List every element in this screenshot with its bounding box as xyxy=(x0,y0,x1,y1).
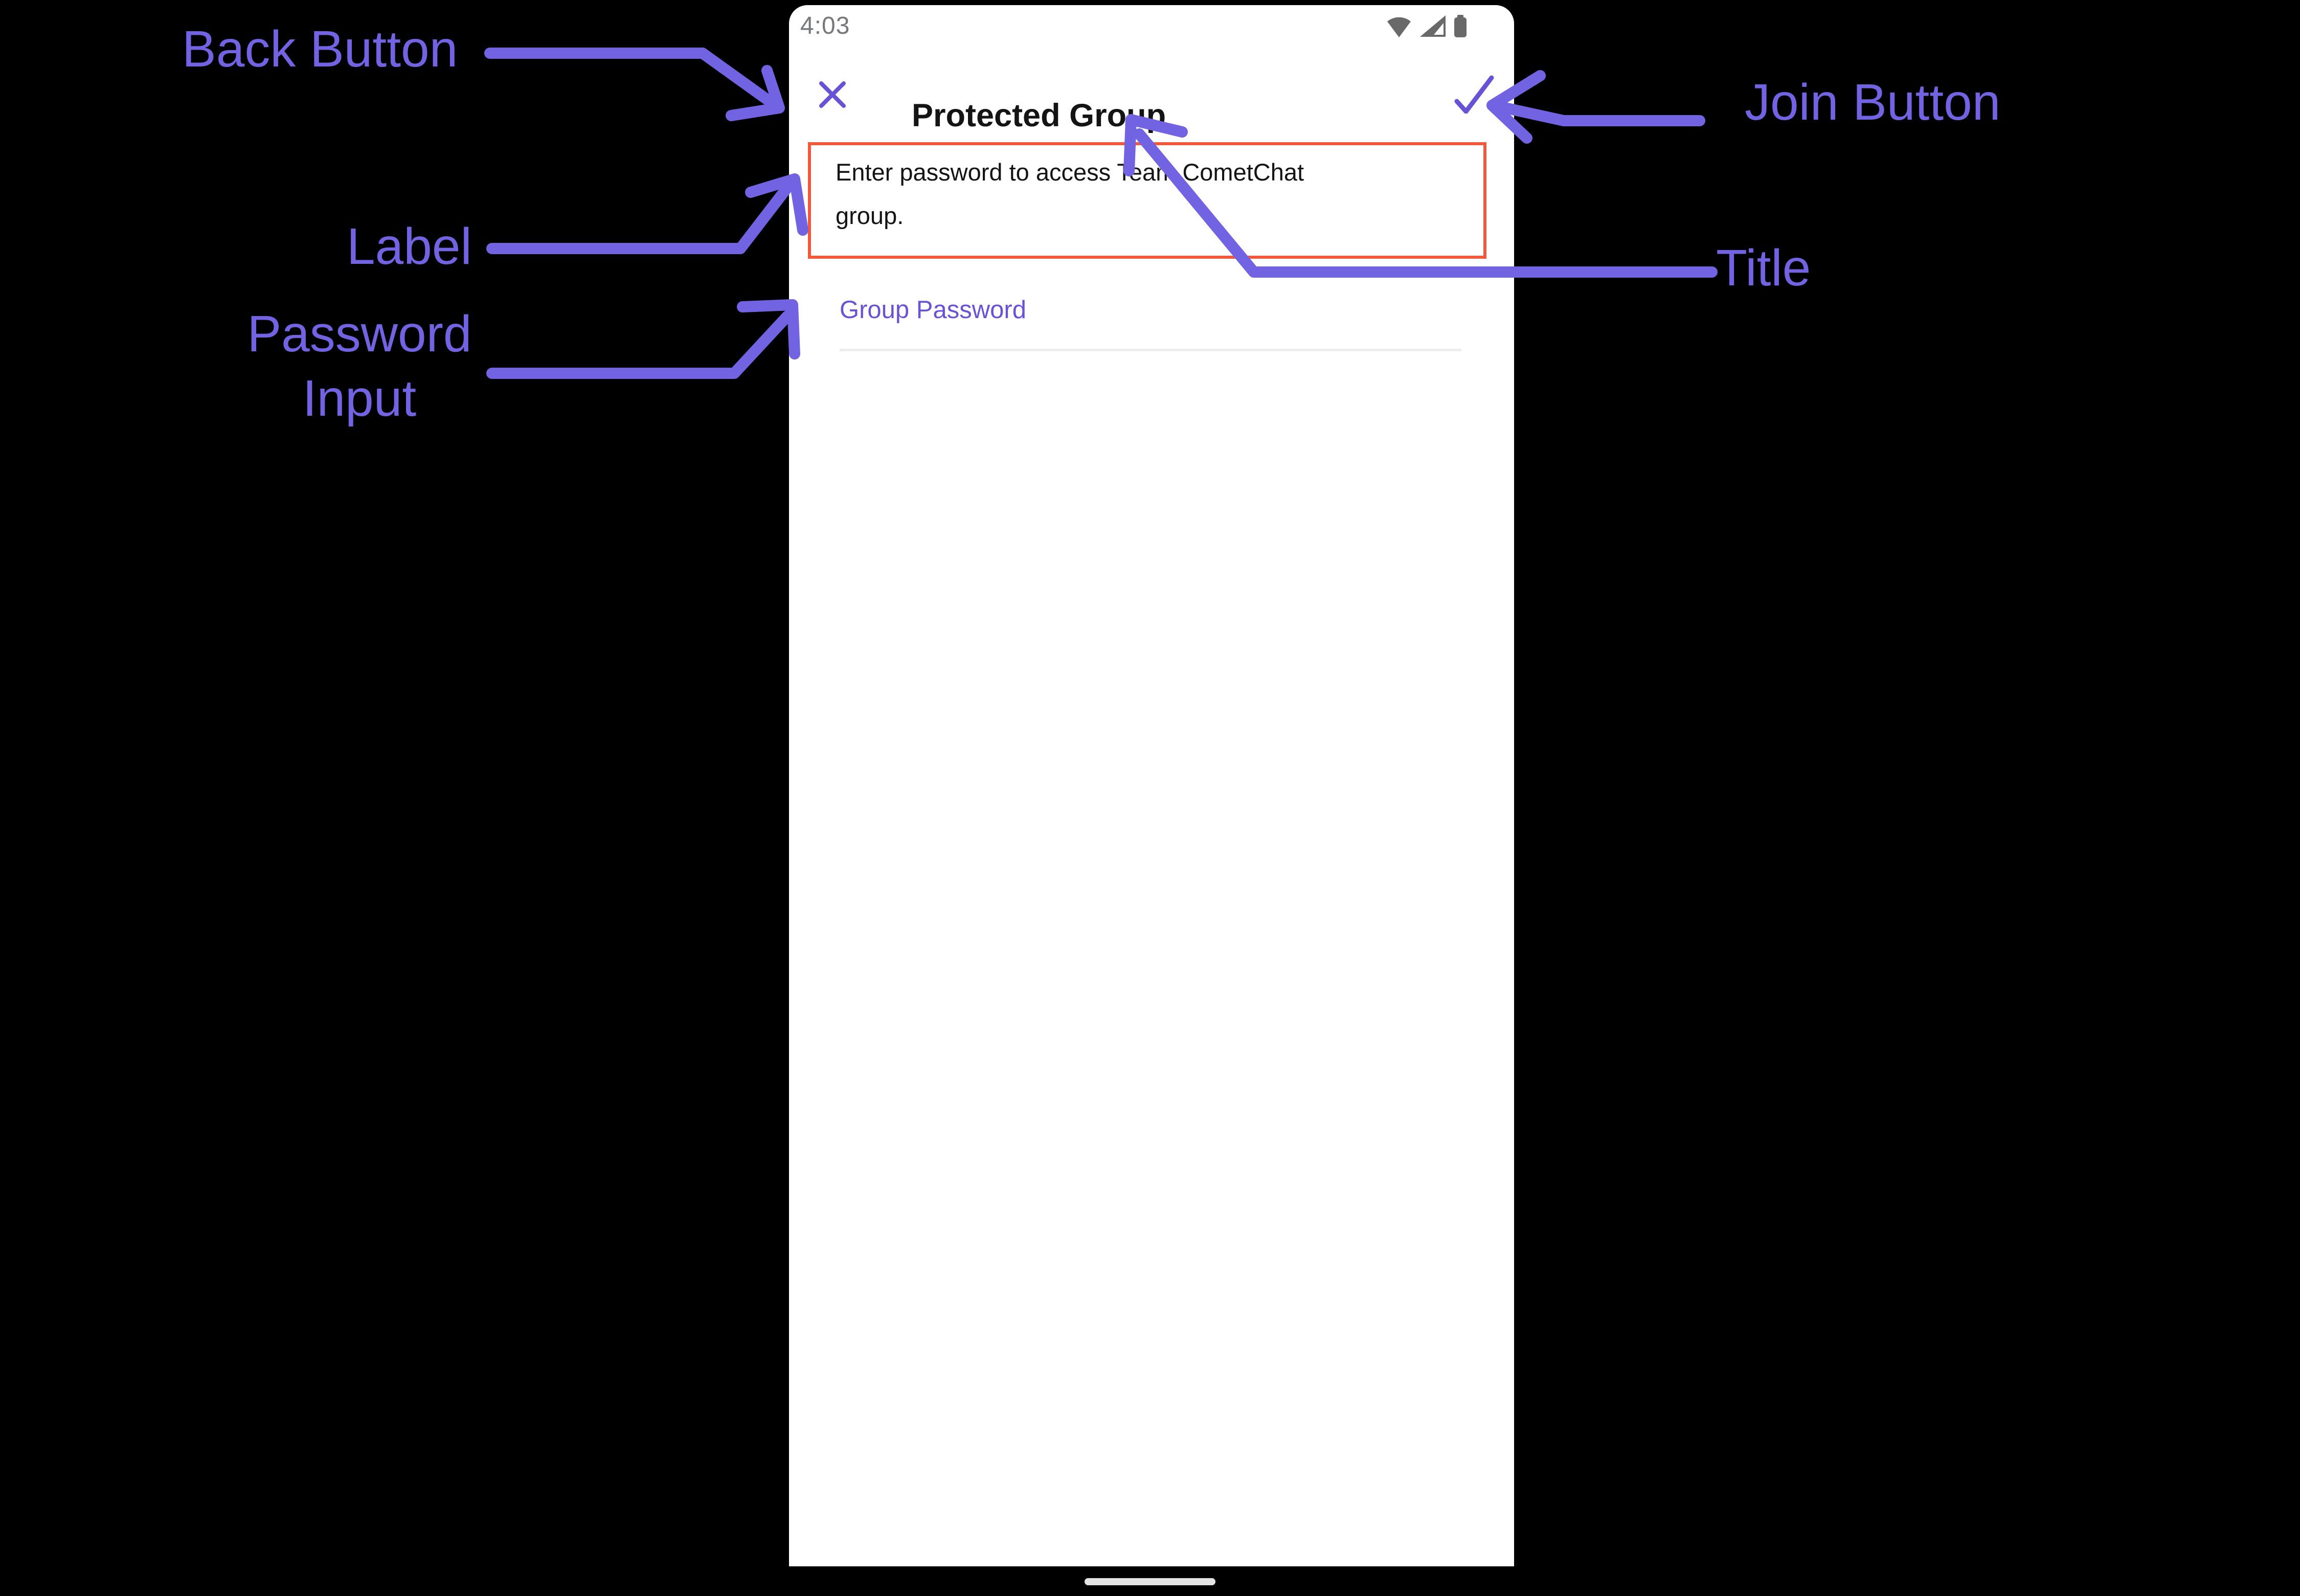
group-password-input[interactable]: Group Password xyxy=(840,291,1461,359)
join-button-arrow xyxy=(1486,70,1705,144)
annotation-title-label: Title xyxy=(1716,239,1811,297)
back-close-button[interactable] xyxy=(818,79,847,109)
wifi-icon xyxy=(1385,14,1413,40)
input-underline xyxy=(840,349,1461,351)
check-icon xyxy=(1453,75,1496,115)
join-confirm-button[interactable] xyxy=(1453,71,1496,114)
description-line-1: Enter password to access Team CometChat xyxy=(836,159,1304,186)
page-title: Protected Group xyxy=(912,98,1166,134)
battery-icon xyxy=(1453,14,1468,40)
description-highlight-box: Enter password to access Team CometChat … xyxy=(808,142,1486,259)
annotation-password-input-label: Password Input xyxy=(247,305,472,427)
password-input-arrow xyxy=(486,299,800,379)
home-indicator-bar[interactable] xyxy=(1085,1578,1215,1585)
annotation-label-label: Label xyxy=(347,218,472,275)
back-button-arrow xyxy=(484,48,785,121)
annotation-join-button-label: Join Button xyxy=(1745,74,2001,131)
cellular-signal-icon xyxy=(1419,14,1447,40)
close-x-icon xyxy=(818,81,847,111)
status-icons xyxy=(1385,14,1468,38)
label-arrow xyxy=(486,173,808,254)
description-line-2: group. xyxy=(836,202,904,229)
group-description-label: Enter password to access Team CometChat … xyxy=(836,150,1418,237)
phone-screen: 4:03 Protected Group xyxy=(789,5,1514,1566)
group-password-floating-label: Group Password xyxy=(840,296,1026,324)
status-time: 4:03 xyxy=(800,12,850,39)
annotation-back-button-label: Back Button xyxy=(182,20,458,78)
